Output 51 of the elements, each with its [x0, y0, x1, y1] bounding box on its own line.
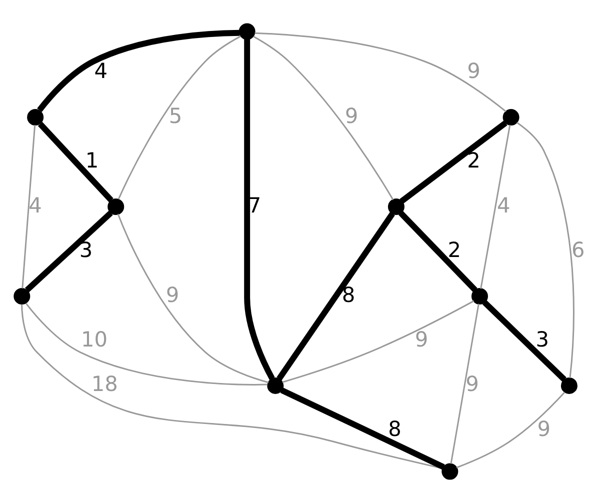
connector — [280, 387, 445, 470]
connector — [254, 32, 506, 112]
edge-label: 9 — [414, 327, 428, 352]
edge-label: 9 — [344, 104, 358, 128]
connector — [400, 120, 508, 204]
node-circle — [108, 198, 124, 216]
edge-label: 4 — [496, 193, 510, 218]
connector — [118, 36, 241, 200]
connector — [282, 300, 474, 383]
connector — [37, 30, 240, 112]
node-circle — [388, 198, 404, 216]
connector — [450, 304, 480, 464]
connector — [398, 210, 478, 292]
edge-label: 8 — [388, 416, 402, 441]
connector — [38, 122, 114, 202]
connector — [24, 210, 113, 292]
edge-label: 9 — [466, 372, 479, 396]
edge-label: 9 — [166, 282, 180, 307]
edge-label: 18 — [91, 372, 118, 396]
edge-label: 4 — [94, 59, 108, 84]
connector — [253, 36, 394, 200]
connector — [22, 124, 36, 288]
node-circle — [471, 288, 488, 304]
node-circle — [14, 288, 30, 304]
edge-label: 7 — [248, 193, 262, 218]
node-circle — [442, 463, 458, 480]
connector — [117, 214, 269, 384]
edge-label: 6 — [572, 238, 585, 262]
connector — [480, 124, 511, 289]
edge-label: 3 — [536, 327, 549, 352]
node-circle — [502, 109, 520, 126]
edge-label: 4 — [28, 193, 42, 218]
node-circle — [27, 109, 44, 126]
connector — [25, 302, 268, 386]
edge-label: 8 — [342, 282, 356, 307]
node-circle — [560, 377, 578, 394]
edge-label: 2 — [467, 148, 480, 173]
edge-label: 1 — [85, 148, 99, 173]
node-circle — [267, 377, 284, 394]
edge-label: 10 — [80, 327, 108, 352]
edge-label: 9 — [537, 416, 550, 441]
connector — [516, 122, 574, 378]
edge-label: 3 — [79, 238, 93, 262]
connector — [482, 300, 566, 382]
edge-label: 5 — [168, 104, 182, 128]
edge-label: 9 — [467, 59, 480, 84]
connector — [244, 39, 275, 380]
node-circle — [238, 23, 256, 40]
edge-label: 2 — [448, 238, 462, 262]
connector — [276, 212, 395, 381]
connector — [456, 392, 566, 468]
